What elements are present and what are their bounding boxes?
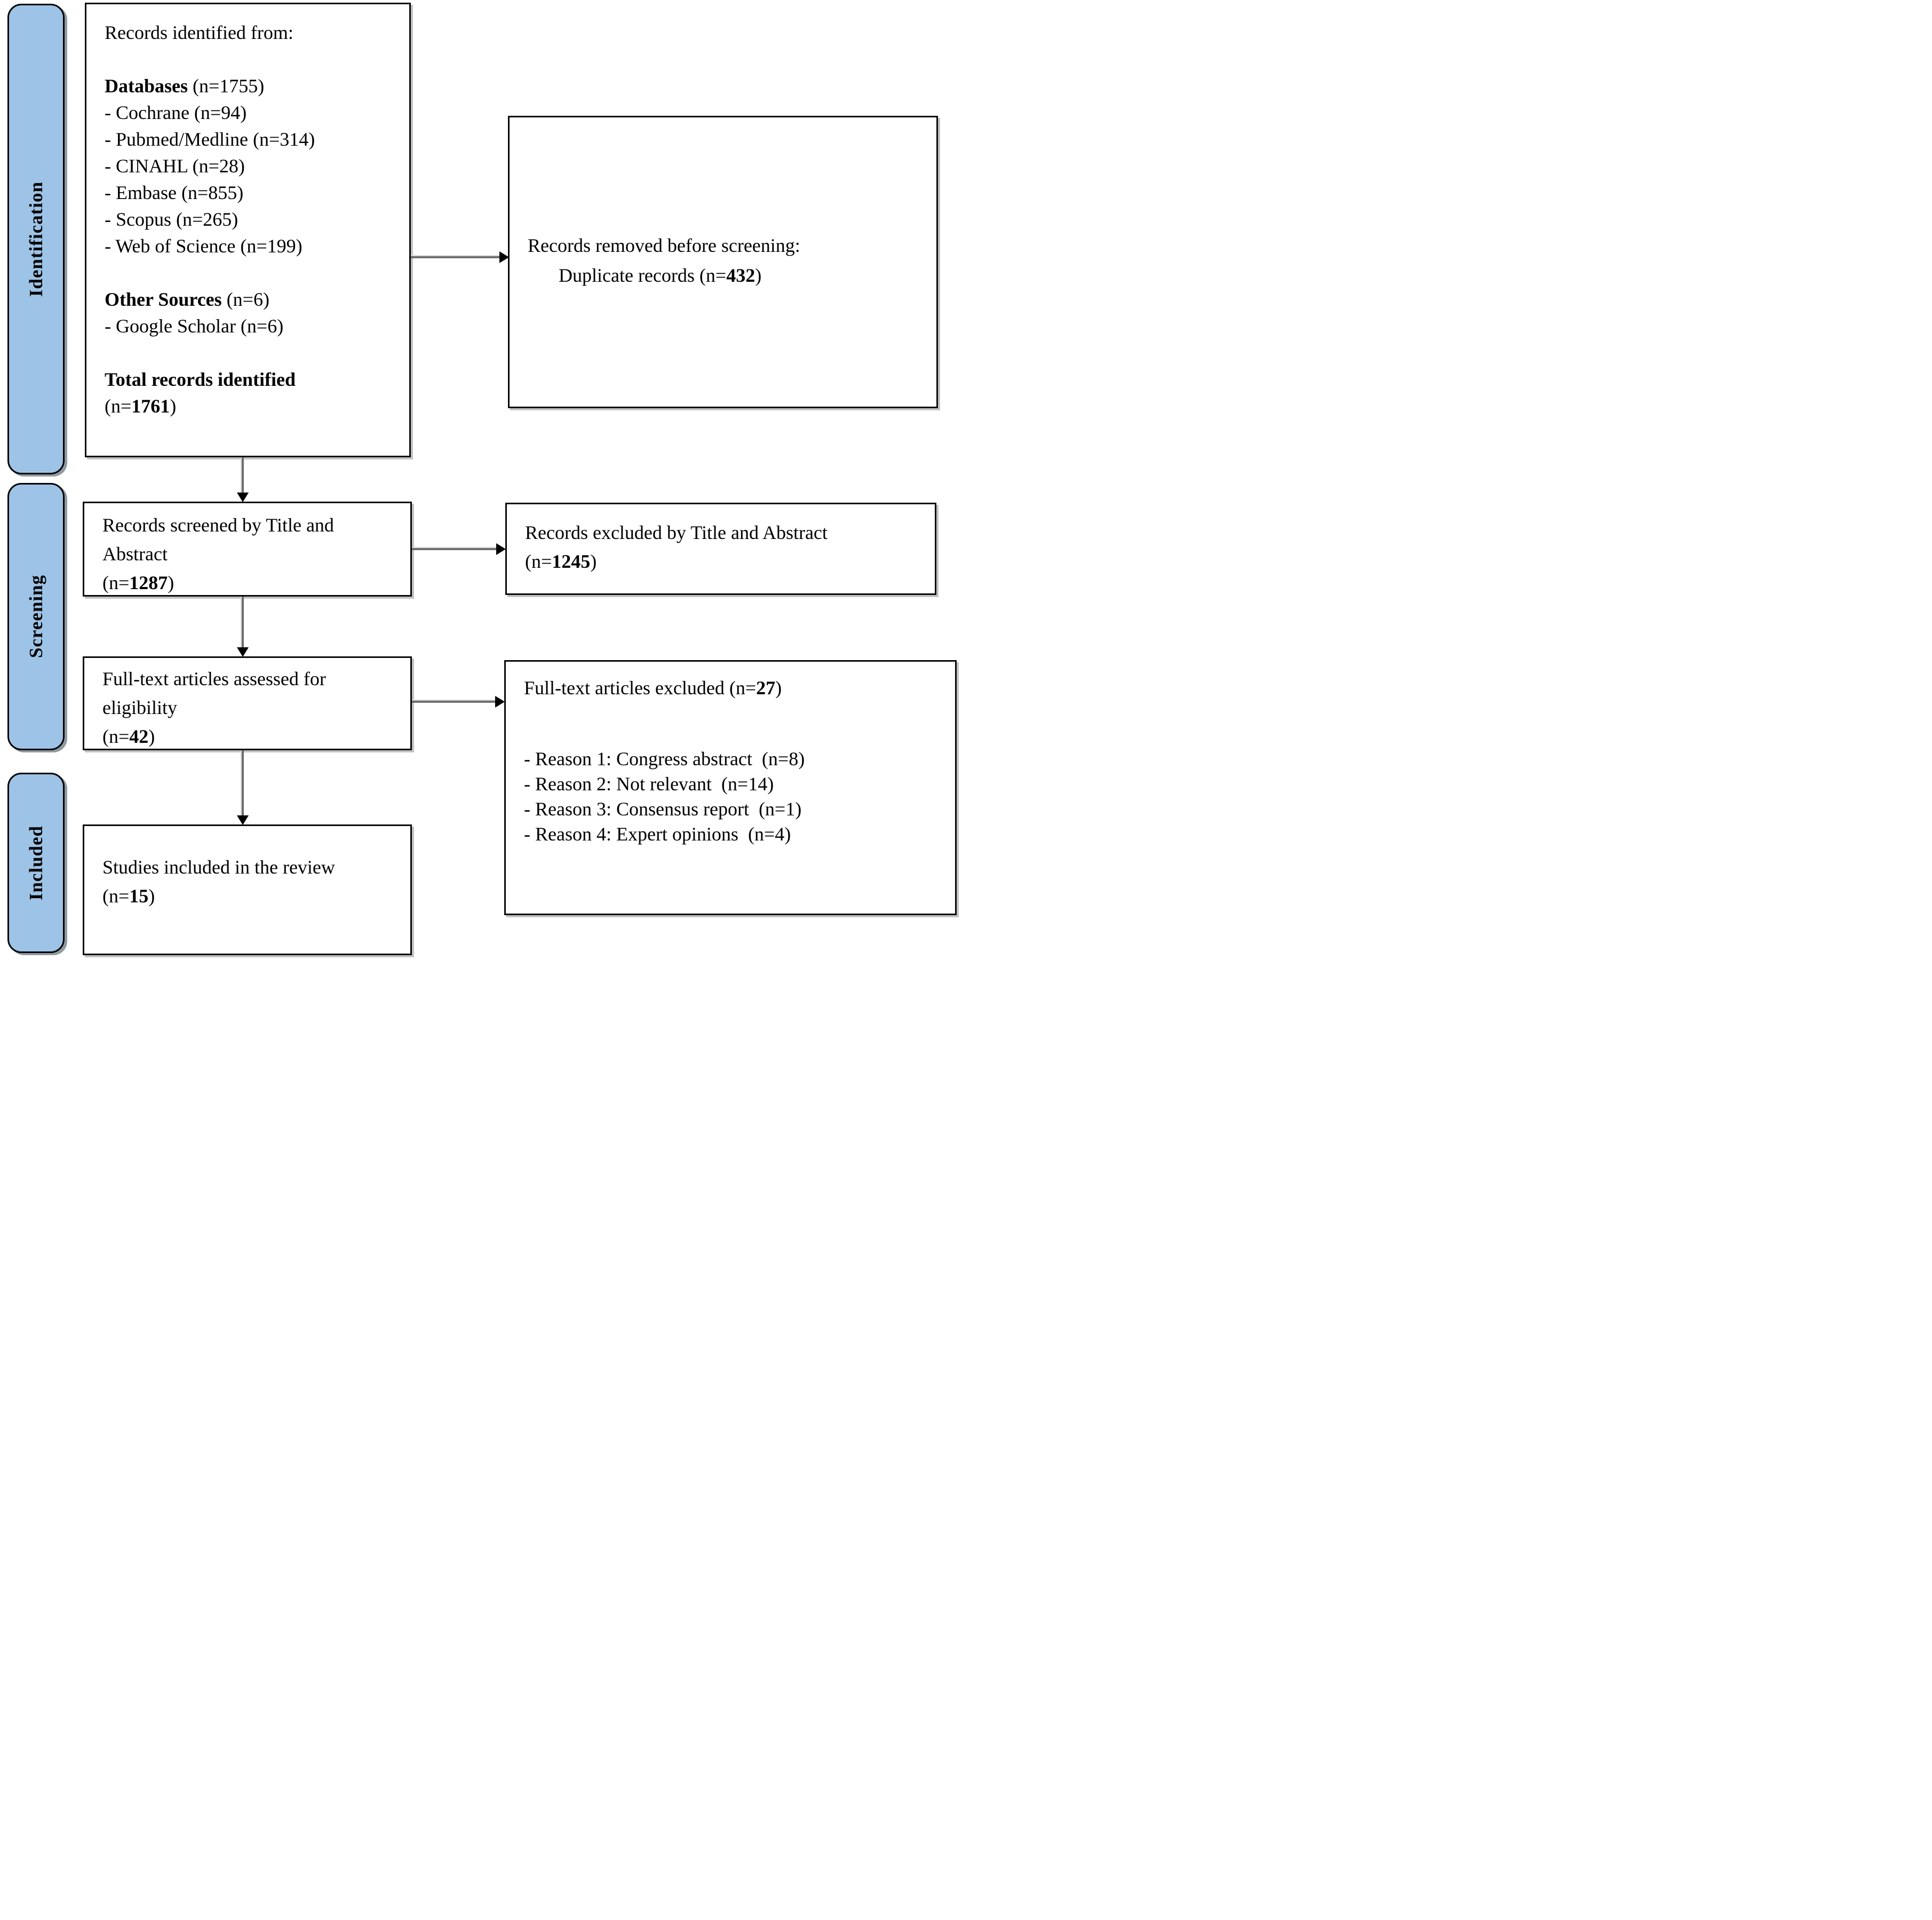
stage-identification-label: Identification [25,181,46,297]
text-line [105,339,399,366]
records-excluded-box: Records excluded by Title and Abstract (n… [505,503,936,595]
fulltext-excluded-box: Full-text articles excluded (n=27) - Reas… [504,660,957,915]
text-line: - Reason 2: Not relevant (n=14) [524,773,774,795]
text-line: (n=15) [102,885,155,907]
text-line: - CINAHL (n=28) [105,155,245,177]
text-line: - Web of Science (n=199) [105,235,303,257]
text-line: Records removed before screening: [528,235,800,256]
prisma-flow-diagram: Identification Screening Included Record… [0,0,966,960]
arrow-screened-to-excluded [412,548,497,550]
text-line: - Reason 1: Congress abstract (n=8) [524,748,805,769]
text-line: - Pubmed/Medline (n=314) [105,129,315,150]
text-line: - Scopus (n=265) [105,209,238,230]
arrowhead-down-icon [237,647,249,657]
text-line: (n=1761) [105,395,177,417]
text-line: - Google Scholar (n=6) [105,315,284,337]
text-line: Records identified from: [105,22,293,43]
stage-included-label: Included [25,825,46,901]
text-line [524,701,942,747]
arrowhead-right-icon [499,251,509,263]
fulltext-assessed-box: Full-text articles assessed for eligibili… [83,656,412,750]
arrow-assessed-to-included [242,750,244,816]
stage-identification: Identification [7,4,65,474]
text-line: (n=42) [102,726,155,747]
arrow-identified-to-removed [411,256,500,258]
stage-screening-label: Screening [25,575,46,658]
text-line: Full-text articles excluded (n=27) [524,677,782,699]
arrow-identified-to-screened [242,457,244,494]
text-line: (n=1287) [102,572,174,593]
arrowhead-down-icon [237,493,249,502]
text-line: Records screened by Title and [102,514,334,536]
text-line: - Reason 3: Consensus report (n=1) [524,798,802,820]
arrow-assessed-to-ft-excluded [412,701,496,703]
studies-included-box: Studies included in the review (n=15) [83,824,412,955]
text-line: (n=1245) [525,551,597,572]
text-line: Full-text articles assessed for [102,668,326,689]
arrowhead-down-icon [237,815,249,825]
text-line [105,46,399,73]
text-line: eligibility [102,697,177,718]
text-line: Records excluded by Title and Abstract [525,522,828,543]
text-line: Duplicate records (n=432) [559,265,762,286]
records-identified-box: Records identified from: Databases (n=175… [85,3,411,457]
text-line: Databases (n=1755) [105,75,265,97]
stage-screening: Screening [7,483,65,750]
text-line: Studies included in the review [102,856,335,878]
arrowhead-right-icon [496,543,506,555]
stage-included: Included [7,773,65,953]
text-line: Other Sources (n=6) [105,289,269,310]
text-line: - Embase (n=855) [105,182,244,203]
text-line: Total records identified [105,369,296,390]
records-removed-box: Records removed before screening: Duplica… [508,116,938,408]
text-line [105,259,399,286]
arrow-screened-to-assessed [242,597,244,648]
text-line: - Cochrane (n=94) [105,102,247,123]
text-line: - Reason 4: Expert opinions (n=4) [524,823,791,845]
arrowhead-right-icon [495,696,505,708]
text-line: Abstract [102,543,168,565]
